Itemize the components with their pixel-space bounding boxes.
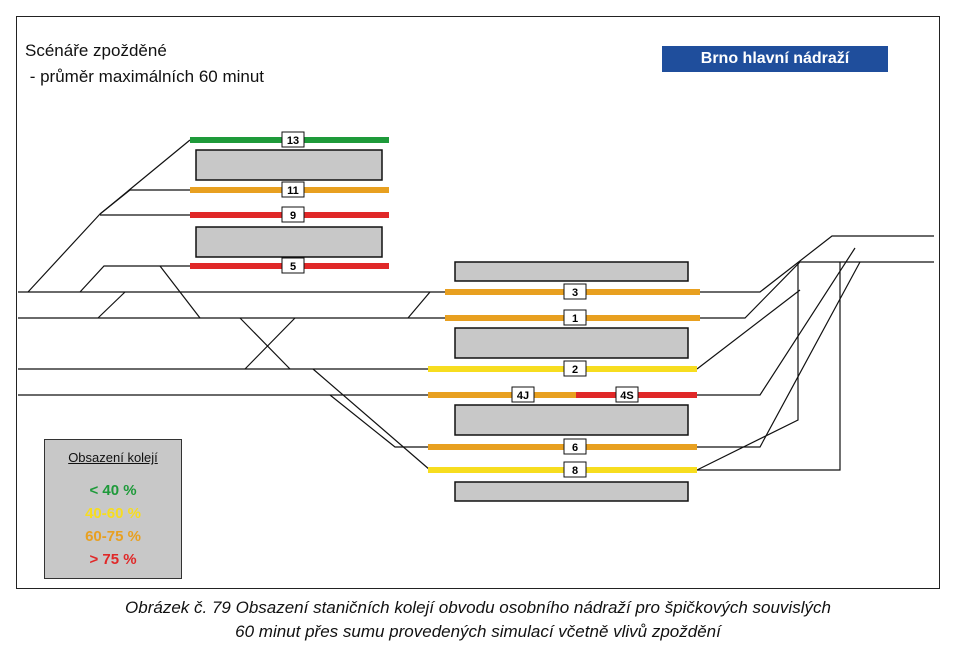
track-label-8: 8	[563, 461, 587, 478]
platform	[454, 261, 689, 282]
track-label-3: 3	[563, 283, 587, 300]
track-line	[99, 189, 190, 215]
scenario-title: Scénáře zpožděné - průměr maximálních 60…	[25, 38, 264, 90]
svg-text:4S: 4S	[620, 390, 633, 402]
track-line	[312, 368, 431, 471]
diagram-frame	[16, 16, 940, 589]
svg-text:5: 5	[290, 261, 296, 273]
track-lines	[18, 139, 934, 471]
scenario-title-line-2: - průměr maximálních 60 minut	[25, 67, 265, 86]
platform	[454, 404, 689, 436]
legend-item: 60-75 %	[85, 528, 141, 545]
track-line	[697, 261, 861, 448]
track-label-11: 11	[281, 181, 305, 198]
platform	[454, 327, 689, 359]
track-line	[79, 265, 190, 293]
platform	[454, 481, 689, 502]
track-label-1: 1	[563, 309, 587, 326]
track-label-2: 2	[563, 360, 587, 377]
legend-item: < 40 %	[89, 482, 137, 499]
track-label-9: 9	[281, 206, 305, 223]
figure-caption: Obrázek č. 79 Obsazení staničních kolejí…	[0, 596, 956, 644]
legend-title: Obsazení kolejí	[68, 450, 158, 465]
svg-text:1: 1	[572, 313, 578, 325]
station-badge: Brno hlavní nádraží	[662, 46, 888, 72]
svg-text:6: 6	[572, 442, 578, 454]
svg-text:3: 3	[572, 287, 578, 299]
track-line	[329, 394, 430, 448]
caption-line-2: 60 minut přes sumu provedených simulací …	[235, 622, 721, 641]
platforms	[195, 149, 689, 502]
track-label-6: 6	[563, 438, 587, 455]
svg-text:2: 2	[572, 364, 578, 376]
track-line	[27, 139, 191, 293]
svg-text:4J: 4J	[517, 390, 529, 402]
track-line	[697, 262, 841, 471]
track-labels: 13 11 9 5 3 1 2 4J 4S 6 8	[281, 131, 639, 478]
track-line	[407, 291, 431, 319]
track-line	[700, 261, 934, 319]
track-label-4J: 4J	[511, 386, 535, 403]
legend-item: > 75 %	[89, 551, 137, 568]
track-line	[696, 262, 799, 471]
caption-line-1: Obrázek č. 79 Obsazení staničních kolejí…	[125, 598, 831, 617]
svg-text:13: 13	[287, 135, 299, 147]
svg-text:8: 8	[572, 465, 578, 477]
svg-text:9: 9	[290, 210, 296, 222]
track-label-5: 5	[281, 257, 305, 274]
track-label-4S: 4S	[615, 386, 639, 403]
svg-text:11: 11	[287, 185, 299, 197]
legend-item: 40-60 %	[85, 505, 141, 522]
track-line	[97, 291, 126, 319]
track-line	[697, 247, 856, 396]
track-line	[239, 317, 291, 370]
track-line	[696, 289, 801, 370]
occupancy-legend: Obsazení kolejí < 40 % 40-60 % 60-75 % >…	[44, 439, 182, 579]
scenario-title-line-1: Scénáře zpožděné	[25, 41, 167, 60]
track-line	[244, 317, 296, 370]
track-label-13: 13	[281, 131, 305, 148]
track-line	[700, 235, 934, 293]
platform	[195, 226, 383, 258]
platform	[195, 149, 383, 181]
